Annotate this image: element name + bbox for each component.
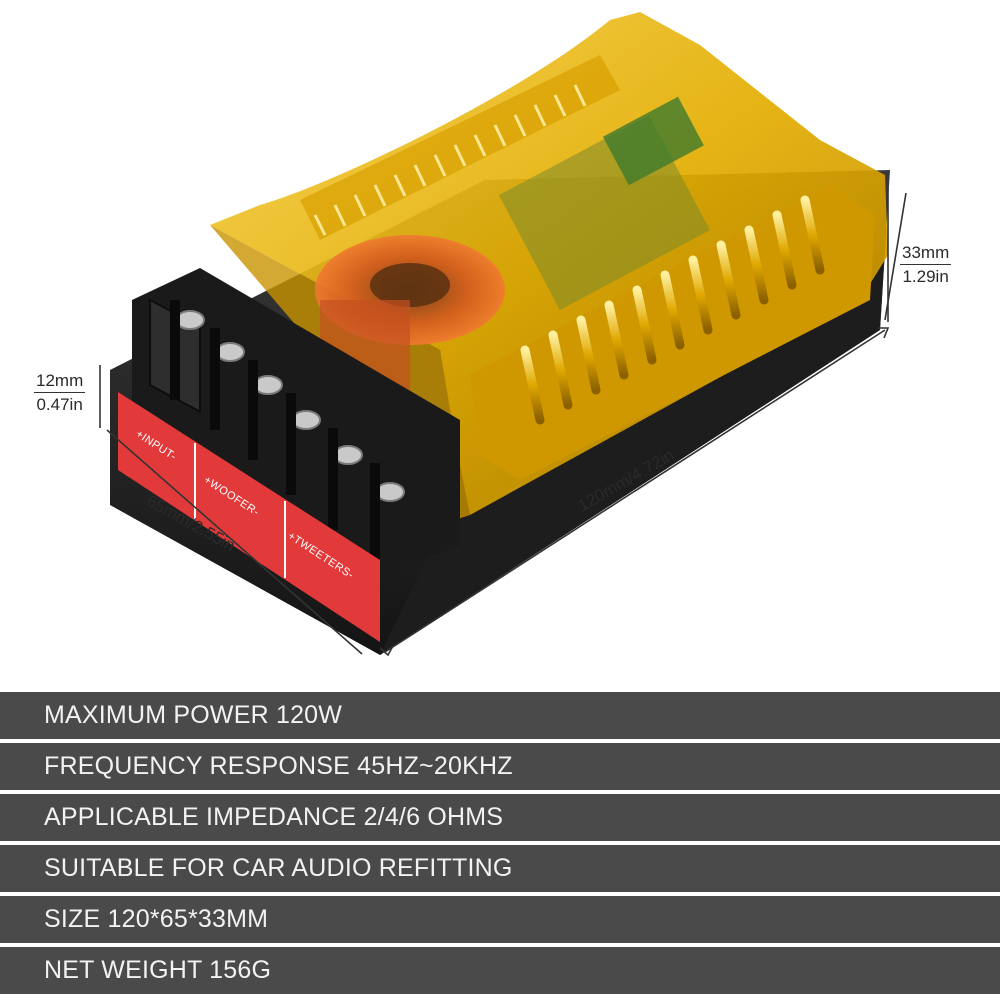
transparent-cover [210,12,888,520]
crossover-product-image [99,12,907,657]
dimension-terminal-height-label: 12mm 0.47in [34,372,86,414]
inductor-coil [315,235,505,410]
spec-row-impedance: APPLICABLE IMPEDANCE 2/4/6 OHMS [0,794,1000,841]
terminal-block [132,268,460,575]
spec-row-frequency: FREQUENCY RESPONSE 45HZ~20KHZ [0,743,1000,790]
dimension-height-in: 1.29in [902,267,949,286]
spec-row-max-power: MAXIMUM POWER 120W [0,692,1000,739]
spec-row-application: SUITABLE FOR CAR AUDIO REFITTING [0,845,1000,892]
dimension-height-mm: 33mm [900,244,952,265]
dimension-terminal-height-mm: 12mm [34,372,86,393]
heat-sink-ribs-front [470,185,875,480]
dimension-terminal-height-in: 0.47in [36,395,83,414]
heat-sink-ribs-back [300,55,620,240]
spec-row-size: SIZE 120*65*33MM [0,896,1000,943]
spec-list: MAXIMUM POWER 120W FREQUENCY RESPONSE 45… [0,690,1000,1000]
dimension-height-label: 33mm 1.29in [900,244,952,286]
dimension-lines [99,188,907,657]
spec-row-weight: NET WEIGHT 156G [0,947,1000,994]
